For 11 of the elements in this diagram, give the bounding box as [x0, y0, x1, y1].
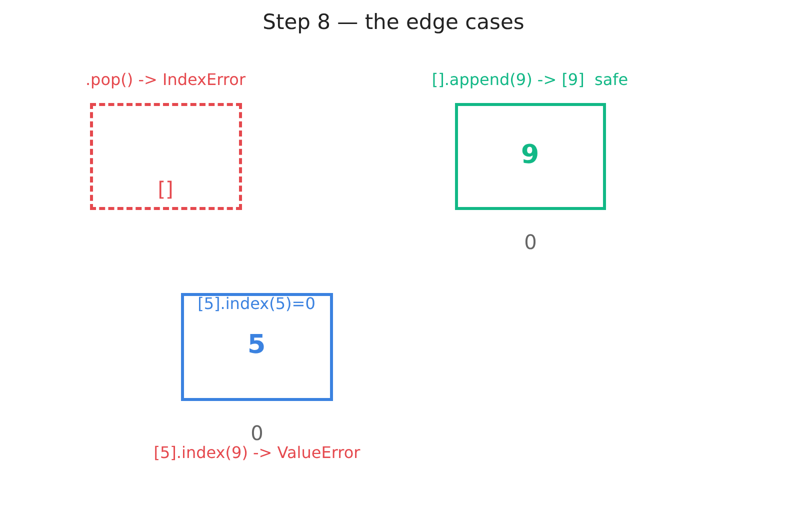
index-label: 0: [250, 421, 264, 445]
cell-value: 5: [246, 330, 267, 360]
cell-value: []: [156, 177, 174, 201]
index-label: 0: [523, 230, 538, 254]
list-cell-box: [181, 293, 333, 401]
case-caption: [].append(9) -> [9] safe: [430, 70, 630, 89]
case-caption: .pop() -> IndexError: [84, 70, 247, 89]
cell-value: 9: [520, 140, 540, 170]
diagram-title: Step 8 — the edge cases: [262, 10, 526, 34]
error-note: [5].index(9) -> ValueError: [152, 443, 362, 462]
case-caption: [5].index(5)=0: [196, 294, 316, 313]
